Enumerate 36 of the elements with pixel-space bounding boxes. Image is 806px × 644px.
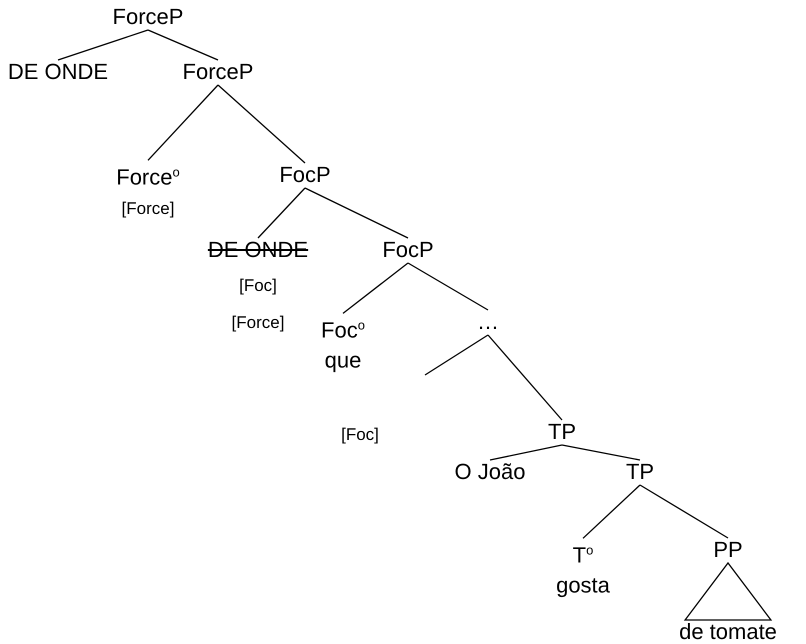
branch-line (148, 29, 218, 61)
tree-node-label: … (477, 308, 499, 336)
tree-node-label: FocP (382, 236, 434, 264)
tree-node-label: T$^{o}$ (572, 541, 594, 570)
branch-line (148, 84, 218, 161)
branch-line (218, 84, 306, 164)
branch-line (408, 262, 488, 311)
branch-line (582, 484, 640, 539)
branch-line (342, 262, 408, 314)
struck-through-phrase: DE ONDE (208, 236, 308, 264)
branch-line (490, 444, 562, 461)
tree-node-label: ForceP (182, 58, 254, 86)
branch-line (58, 29, 148, 61)
feature-label: [Force] (232, 313, 284, 333)
tree-node-label: de tomate (679, 618, 777, 644)
tree-node-label: que (324, 346, 362, 375)
branch-line (424, 334, 488, 376)
tree-node-label: O João (454, 458, 526, 486)
feature-label: [Force] (122, 199, 174, 219)
tree-node-label: TP (548, 418, 576, 446)
tree-node-label: ForceP (112, 3, 184, 31)
branch-line (304, 187, 408, 239)
branch-line (562, 444, 640, 461)
branch-line (488, 334, 562, 420)
feature-label: [Foc] (341, 425, 379, 445)
roof-triangle (684, 562, 772, 621)
tree-node-label: TP (626, 458, 654, 486)
tree-node-label: FocP (279, 161, 331, 189)
tree-node-label: Foc$^{o}$ (321, 316, 365, 345)
branch-line (258, 188, 306, 238)
tree-node-label: DE ONDE (8, 58, 108, 86)
tree-node-label: gosta (556, 572, 610, 600)
feature-label: [Foc] (239, 276, 277, 296)
branch-line (640, 484, 728, 539)
tree-node-label: PP (713, 536, 743, 564)
tree-node-label: Force$^{o}$ (116, 163, 180, 192)
